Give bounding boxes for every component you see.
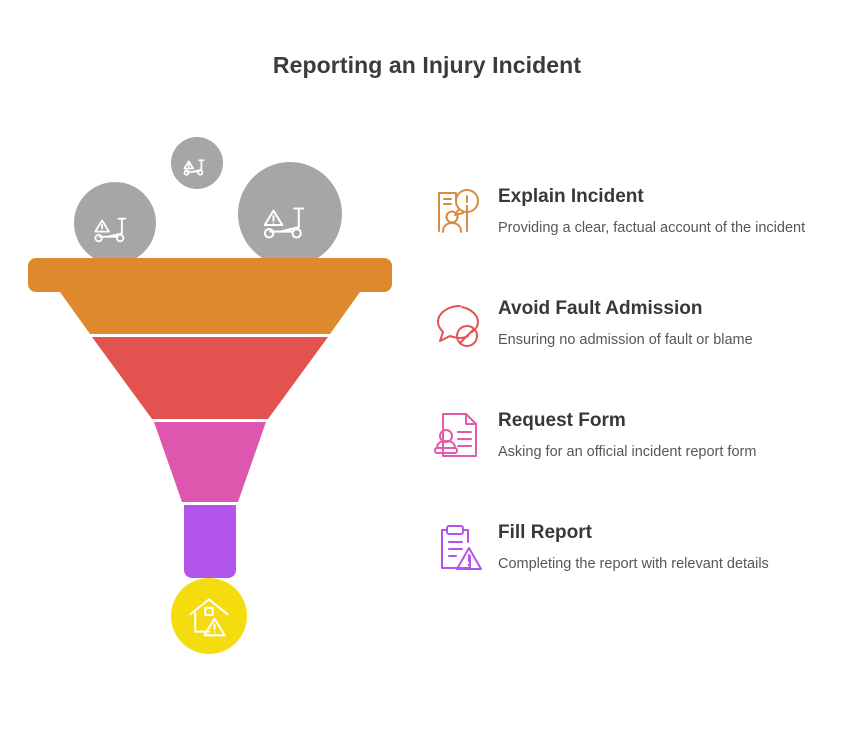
source-circle-middle xyxy=(171,137,223,189)
speech-bubble-prohibited-icon xyxy=(430,296,486,352)
source-circle-right xyxy=(238,162,342,266)
clipboard-warning-icon xyxy=(430,520,486,576)
scooter-warning-icon xyxy=(183,159,205,176)
steps-list: Explain Incident Providing a clear, fact… xyxy=(430,182,854,630)
step-item-avoid-fault-admission: Avoid Fault Admission Ensuring no admiss… xyxy=(430,294,854,382)
step-text: Avoid Fault Admission Ensuring no admiss… xyxy=(498,294,854,350)
step-text: Fill Report Completing the report with r… xyxy=(498,518,854,574)
step-item-fill-report: Fill Report Completing the report with r… xyxy=(430,518,854,606)
step-text: Explain Incident Providing a clear, fact… xyxy=(498,182,854,238)
house-warning-icon xyxy=(189,598,229,637)
document-person-icon xyxy=(430,408,486,464)
funnel-band-2 xyxy=(92,337,328,419)
step-title: Request Form xyxy=(498,410,626,431)
source-node-left xyxy=(74,182,156,264)
scooter-warning-icon xyxy=(263,207,305,239)
step-description: Completing the report with relevant deta… xyxy=(498,555,769,572)
page-title: Reporting an Injury Incident xyxy=(272,52,582,78)
step-item-request-form: Request Form Asking for an official inci… xyxy=(430,406,854,494)
source-node-right xyxy=(238,162,342,266)
step-item-explain-incident: Explain Incident Providing a clear, fact… xyxy=(430,182,854,270)
funnel-source-nodes xyxy=(74,137,342,266)
step-text: Request Form Asking for an official inci… xyxy=(498,406,854,462)
funnel-band-1 xyxy=(28,258,392,334)
funnel-diagram xyxy=(0,110,420,680)
person-speech-alert-icon xyxy=(430,184,486,240)
step-title: Fill Report xyxy=(498,522,592,543)
step-title: Avoid Fault Admission xyxy=(498,298,703,319)
step-title: Explain Incident xyxy=(498,186,644,207)
funnel-outcome-node xyxy=(171,578,247,654)
step-description: Asking for an official incident report f… xyxy=(498,443,757,460)
funnel-band-4 xyxy=(184,505,236,578)
scooter-warning-icon xyxy=(94,217,127,243)
step-description: Providing a clear, factual account of th… xyxy=(498,219,806,236)
source-node-middle xyxy=(171,137,223,189)
step-description: Ensuring no admission of fault or blame xyxy=(498,331,753,348)
funnel-band-3 xyxy=(154,422,266,502)
source-circle-left xyxy=(74,182,156,264)
funnel-bands xyxy=(28,258,392,578)
